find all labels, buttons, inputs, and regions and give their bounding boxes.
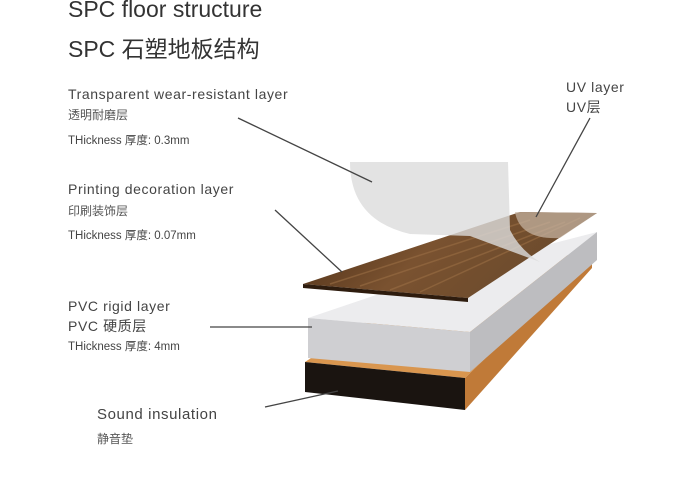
printing-decoration-layer — [303, 212, 597, 302]
printing-layer-thickness: THickness 厚度: 0.07mm — [68, 230, 196, 242]
title-en: SPC floor structure — [68, 0, 263, 22]
pvc-layer-label: PVC rigid layer — [68, 298, 171, 314]
wear-resistant-film — [350, 162, 540, 262]
printing-layer-label: Printing decoration layer — [68, 181, 234, 197]
wear-layer-thickness: THickness 厚度: 0.3mm — [68, 135, 190, 147]
uv-film — [515, 212, 597, 239]
pvc-layer-thickness: THickness 厚度: 4mm — [68, 341, 180, 353]
printing-layer-cn: 印刷装饰层 — [68, 204, 129, 218]
wear-layer-label: Transparent wear-resistant layer — [68, 86, 289, 102]
uv-layer-label: UV layer — [566, 79, 625, 95]
uv-layer-cn: UV层 — [566, 99, 602, 115]
sound-layer-label: Sound insulation — [97, 406, 218, 423]
pvc-layer-cn: PVC 硬质层 — [68, 318, 147, 334]
wear-layer-cn: 透明耐磨层 — [68, 108, 129, 122]
title-cn: SPC 石塑地板结构 — [68, 36, 260, 62]
leader-lines — [210, 117, 591, 408]
sound-layer-cn: 静音垫 — [97, 432, 134, 446]
